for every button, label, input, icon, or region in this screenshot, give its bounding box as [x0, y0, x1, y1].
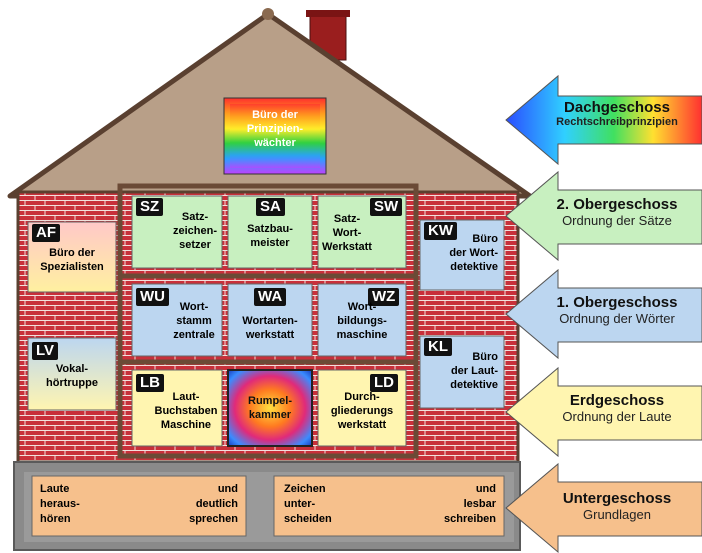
floor-title: 1. Obergeschoss — [556, 294, 678, 311]
floor-subtitle: Ordnung der Laute — [562, 409, 672, 424]
room-code-sw: SW — [370, 198, 403, 216]
room-lb-line1: Laut- — [172, 391, 200, 403]
room-ld-line2: gliederungs — [330, 405, 394, 417]
room-wz-line2: bildungs- — [337, 315, 387, 327]
room-code-kl: KL — [424, 338, 452, 356]
room-code-wz: WZ — [368, 288, 400, 306]
room-code-sz: SZ — [136, 198, 164, 216]
room-sa-line2: meister — [250, 237, 290, 249]
room-sa-line1: Satzbau- — [247, 223, 293, 235]
room-sa: Satzbau- meister — [228, 222, 312, 250]
room-kw-line1: Büro — [472, 233, 498, 245]
room-code-lb: LB — [136, 374, 164, 392]
room-af-line1: Büro der — [49, 247, 95, 259]
room-kl: Büro der Laut- detektive — [420, 350, 504, 392]
room-lv: Vokal- hörtruppe — [28, 362, 116, 390]
room-kl-line2: der Laut- — [450, 365, 498, 377]
room-kw-line3: detektive — [450, 261, 498, 273]
floor-label-dachgeschoss: Dachgeschoss Rechtschreibprinzipien — [532, 99, 702, 128]
floor-subtitle: Ordnung der Sätze — [562, 213, 672, 228]
basement-left: Laute und heraus-deutlich hören sprechen — [40, 482, 238, 527]
room-ld-line3: werkstatt — [337, 419, 387, 431]
basement-left-w4: deutlich — [195, 498, 238, 510]
roof-room-line1: Büro der — [252, 109, 298, 121]
room-wu-line1: Wort- — [179, 301, 209, 313]
room-kw: Büro der Wort- detektive — [420, 232, 504, 274]
room-wa-line2: werkstatt — [245, 329, 295, 341]
basement-left-w3: heraus- — [40, 498, 80, 510]
floor-label-obergeschoss-2: 2. Obergeschoss Ordnung der Sätze — [532, 196, 702, 228]
room-lv-line2: hörtruppe — [46, 377, 98, 389]
arrow-dachgeschoss — [505, 74, 702, 166]
room-wz: Wort- bildungs- maschine — [318, 300, 406, 342]
room-sw-line1: Satz- — [333, 213, 361, 225]
room-sz-line1: Satz- — [181, 211, 209, 223]
room-wu: Wort- stamm zentrale — [166, 300, 222, 342]
room-kl-line1: Büro — [472, 351, 498, 363]
room-sz-line2: zeichen- — [172, 225, 217, 237]
basement-right-w1: Zeichen — [284, 483, 326, 495]
arrow-obergeschoss-2 — [505, 170, 702, 262]
room-ld-line1: Durch- — [344, 391, 380, 403]
floor-label-erdgeschoss: Erdgeschoss Ordnung der Laute — [532, 392, 702, 424]
room-sz-line3: setzer — [179, 239, 211, 251]
basement-right-w6: schreiben — [444, 513, 496, 525]
room-af: Büro der Spezialisten — [28, 246, 116, 274]
room-code-wu: WU — [136, 288, 169, 306]
room-lv-line1: Vokal- — [55, 363, 89, 375]
room-lb: Laut- Buchstaben Maschine — [150, 390, 222, 432]
basement-left-w5: hören — [40, 513, 71, 525]
room-af-line2: Spezialisten — [40, 261, 104, 273]
room-code-af: AF — [32, 224, 60, 242]
room-lb-line2: Buchstaben — [154, 405, 218, 417]
room-code-lv: LV — [32, 342, 59, 360]
room-rk-line2: kammer — [248, 409, 292, 421]
room-wa: Wortarten- werkstatt — [228, 314, 312, 342]
room-rk-line1: Rumpel- — [248, 395, 292, 407]
basement-right: Zeichen und unter-lesbar scheiden schreibe… — [284, 482, 496, 527]
room-sw-line2: Wort- — [332, 227, 362, 239]
basement-right-w3: unter- — [284, 498, 316, 510]
room-code-wa: WA — [254, 288, 287, 306]
room-sz: Satz- zeichen- setzer — [168, 210, 222, 252]
basement-right-w5: scheiden — [284, 513, 332, 525]
basement-left-w2: und — [217, 483, 238, 495]
floor-subtitle: Grundlagen — [583, 507, 651, 522]
basement-right-w2: und — [475, 483, 496, 495]
arrow-erdgeschoss — [505, 366, 702, 458]
room-wz-line3: maschine — [336, 329, 388, 341]
room-wu-line2: stamm — [176, 315, 212, 327]
room-code-kw: KW — [424, 222, 457, 240]
floor-title: Dachgeschoss — [564, 99, 670, 116]
roof-room-line2: Prinzipien- — [246, 123, 304, 135]
room-ld: Durch- gliederungs werkstatt — [318, 390, 406, 432]
room-sw: Satz- Wort- Werkstatt — [318, 212, 376, 254]
room-wa-line1: Wortarten- — [242, 315, 298, 327]
floor-subtitle: Ordnung der Wörter — [559, 311, 675, 326]
roof-room: Büro der Prinzipien- wächter — [226, 108, 324, 150]
floor-label-untergeschoss: Untergeschoss Grundlagen — [532, 490, 702, 522]
room-rumpelkammer: Rumpel- kammer — [228, 394, 312, 422]
room-wu-line3: zentrale — [173, 329, 215, 341]
floor-title: 2. Obergeschoss — [556, 196, 678, 213]
basement-left-w1: Laute — [40, 483, 70, 495]
roof-room-line3: wächter — [254, 137, 296, 149]
arrow-obergeschoss-1 — [505, 268, 702, 360]
basement-left-w6: sprechen — [189, 513, 238, 525]
room-kw-line2: der Wort- — [449, 247, 498, 259]
floor-subtitle: Rechtschreibprinzipien — [556, 116, 678, 128]
room-code-sa: SA — [256, 198, 285, 216]
floor-title: Erdgeschoss — [569, 392, 665, 409]
basement-right-w4: lesbar — [463, 498, 496, 510]
room-wz-line1: Wort- — [347, 301, 377, 313]
room-kl-line3: detektive — [450, 379, 498, 391]
room-code-ld: LD — [370, 374, 398, 392]
room-lb-line3: Maschine — [160, 419, 212, 431]
floor-title: Untergeschoss — [562, 490, 672, 507]
room-sw-line3: Werkstatt — [322, 241, 372, 253]
arrow-untergeschoss — [505, 462, 702, 553]
floor-label-obergeschoss-1: 1. Obergeschoss Ordnung der Wörter — [532, 294, 702, 326]
